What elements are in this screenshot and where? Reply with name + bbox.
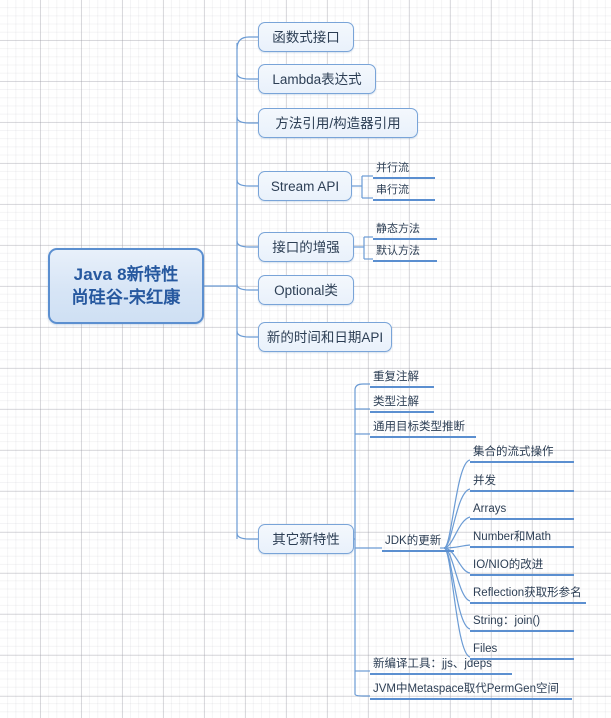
jdk-child-label: Number和Math <box>473 531 551 543</box>
branch-node-label: 方法引用/构造器引用 <box>275 115 401 131</box>
connector-other-child-1 <box>354 383 370 391</box>
other-child-label: 重复注解 <box>373 371 419 383</box>
other-child-1[interactable]: 重复注解 <box>370 369 434 388</box>
interface-child-label: 默认方法 <box>376 245 420 257</box>
jdk-child-5[interactable]: IO/NIO的改进 <box>470 557 574 576</box>
branch-node-8[interactable]: 其它新特性 <box>258 524 354 554</box>
connector-branch-4 <box>236 179 258 187</box>
interface-child-1[interactable]: 静态方法 <box>373 221 437 240</box>
branch-node-6[interactable]: Optional类 <box>258 275 354 305</box>
branch-node-label: 函数式接口 <box>272 29 340 45</box>
branch-node-4[interactable]: Stream API <box>258 171 352 201</box>
branch-node-label: Optional类 <box>274 282 338 298</box>
branch-node-2[interactable]: Lambda表达式 <box>258 64 376 94</box>
root-title-line2: 尚硅谷-宋红康 <box>71 288 181 307</box>
connector-branch-7 <box>236 330 258 338</box>
branch-node-label: 其它新特性 <box>272 531 340 547</box>
jdk-child-label: String：join() <box>473 615 541 627</box>
jdk-child-label: Arrays <box>473 503 507 515</box>
connector-other-child-6 <box>354 693 370 697</box>
connector-branch-1 <box>236 36 258 50</box>
connector-branch-8 <box>236 532 258 540</box>
root-title-line1: Java 8新特性 <box>73 265 179 284</box>
branch-node-label: 新的时间和日期API <box>266 329 384 345</box>
other-child-4[interactable]: JDK的更新 <box>382 533 454 552</box>
jdk-child-1[interactable]: 集合的流式操作 <box>470 444 574 463</box>
branch-node-label: 接口的增强 <box>272 239 340 255</box>
jdk-child-label: 集合的流式操作 <box>473 446 554 458</box>
connector-branch-6 <box>236 283 258 291</box>
interface-child-label: 静态方法 <box>376 223 420 235</box>
other-child-label: JDK的更新 <box>385 535 442 547</box>
jdk-child-label: Files <box>473 643 498 655</box>
other-child-2[interactable]: 类型注解 <box>370 394 434 413</box>
branch-node-5[interactable]: 接口的增强 <box>258 232 354 262</box>
branch-node-1[interactable]: 函数式接口 <box>258 22 354 52</box>
connector-branch-2 <box>236 72 258 80</box>
branch-node-3[interactable]: 方法引用/构造器引用 <box>258 108 418 138</box>
jdk-child-label: IO/NIO的改进 <box>473 559 544 571</box>
stream-child-label: 并行流 <box>376 162 409 174</box>
other-child-label: 类型注解 <box>373 396 419 408</box>
stream-child-2[interactable]: 串行流 <box>373 182 435 201</box>
jdk-child-8[interactable]: Files <box>470 641 574 660</box>
root-node[interactable]: Java 8新特性 尚硅谷-宋红康 <box>48 248 204 324</box>
other-child-label: JVM中Metaspace取代PermGen空间 <box>373 683 559 695</box>
other-child-label: 新编译工具：jjs、jdeps <box>373 658 492 670</box>
jdk-child-7[interactable]: String：join() <box>470 613 574 632</box>
jdk-child-label: Reflection获取形参名 <box>473 587 582 599</box>
jdk-child-2[interactable]: 并发 <box>470 473 574 492</box>
interface-child-2[interactable]: 默认方法 <box>373 243 437 262</box>
stream-child-label: 串行流 <box>376 184 409 196</box>
connector-branch-3 <box>236 116 258 124</box>
stream-child-1[interactable]: 并行流 <box>373 160 435 179</box>
jdk-child-label: 并发 <box>473 475 496 487</box>
connector-jdk-child-8 <box>443 547 471 658</box>
jdk-child-3[interactable]: Arrays <box>470 501 574 520</box>
branch-node-7[interactable]: 新的时间和日期API <box>258 322 392 352</box>
jdk-child-6[interactable]: Reflection获取形参名 <box>470 585 586 604</box>
connector-jdk-child-3 <box>443 516 471 549</box>
connector-jdk-child-2 <box>443 488 471 549</box>
connector-branch-5 <box>236 240 258 248</box>
branch-node-label: Lambda表达式 <box>272 71 362 87</box>
jdk-child-4[interactable]: Number和Math <box>470 529 574 548</box>
other-child-3[interactable]: 通用目标类型推断 <box>370 419 476 438</box>
other-child-5[interactable]: 新编译工具：jjs、jdeps <box>370 656 512 675</box>
other-child-6[interactable]: JVM中Metaspace取代PermGen空间 <box>370 681 572 700</box>
other-child-label: 通用目标类型推断 <box>373 421 465 433</box>
branch-node-label: Stream API <box>270 178 340 194</box>
